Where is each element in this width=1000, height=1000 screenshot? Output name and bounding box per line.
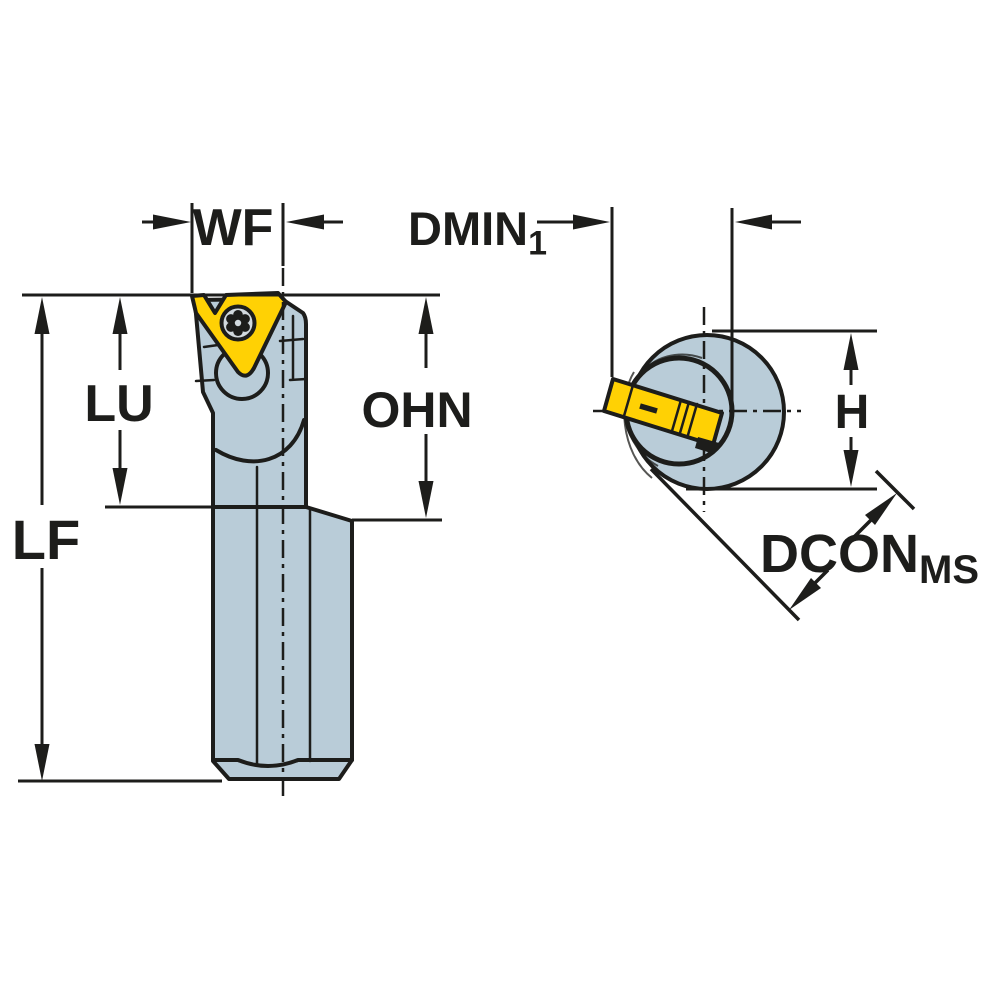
label-dmin1: DMIN1 xyxy=(408,202,548,263)
dimension-ohn xyxy=(352,297,442,522)
dcon-tangent-line xyxy=(649,467,801,622)
dimension-h xyxy=(686,329,877,491)
insert-end-view xyxy=(602,377,724,454)
arrowhead xyxy=(286,214,324,230)
dimension-lu xyxy=(105,297,213,509)
side-view xyxy=(190,268,354,797)
sketch-arc-outer xyxy=(623,371,653,479)
clamp-finger-shadow xyxy=(695,437,719,454)
label-lu: LU xyxy=(84,375,154,433)
clamp-boss-arc xyxy=(214,418,306,464)
insert-center-notch xyxy=(639,403,658,414)
torx-screw-icon xyxy=(219,304,257,342)
arrowhead xyxy=(112,297,128,334)
arrowhead xyxy=(418,481,434,518)
label-h: H xyxy=(834,386,870,439)
arrowhead xyxy=(153,214,191,230)
dimension-dcon-ms xyxy=(649,467,916,622)
arrowhead xyxy=(34,744,50,781)
arrowhead xyxy=(573,214,610,230)
end-view xyxy=(593,307,801,512)
pocket-tick-right xyxy=(288,377,308,382)
arrowhead xyxy=(789,578,821,610)
arrowhead xyxy=(735,214,772,230)
dimension-dmin1 xyxy=(537,207,801,411)
pocket-tick-left xyxy=(194,378,216,383)
sketch-arc-top xyxy=(639,353,703,377)
dimension-wf xyxy=(142,203,343,293)
dimensions xyxy=(18,203,916,783)
arrowhead xyxy=(843,333,859,370)
tool-body xyxy=(193,297,354,781)
dimension-lf xyxy=(18,297,222,783)
label-wf: WF xyxy=(192,199,274,257)
label-dcon-ms: DCONMS xyxy=(760,524,979,593)
arrowhead xyxy=(112,468,128,505)
label-lf: LF xyxy=(11,508,81,571)
arrowhead xyxy=(843,450,859,487)
pocket-line-left xyxy=(202,343,220,349)
label-dmin1-subscript: 1 xyxy=(528,224,548,263)
arrowhead xyxy=(34,297,50,334)
shank-bottom-edge xyxy=(211,758,354,768)
arrowhead xyxy=(418,297,434,334)
arrowhead xyxy=(865,493,897,525)
dcon-tick xyxy=(874,469,916,511)
label-dcon-subscript: MS xyxy=(919,548,979,593)
label-ohn: OHN xyxy=(361,382,473,438)
